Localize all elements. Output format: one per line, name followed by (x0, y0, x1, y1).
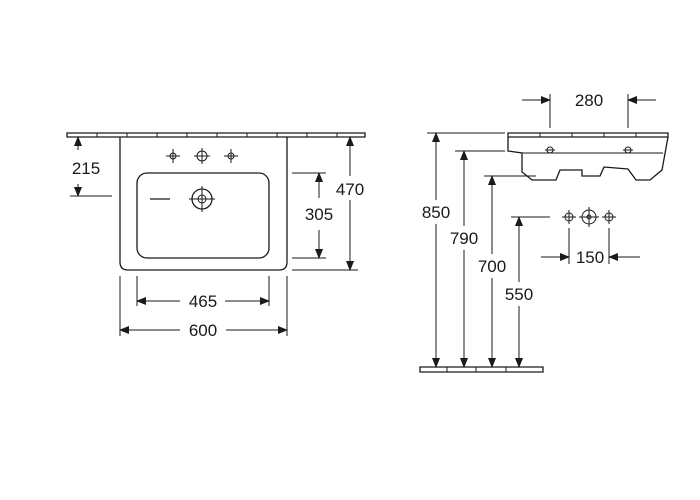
dimension-label-150: 150 (576, 248, 604, 267)
wall-strip (66, 132, 366, 138)
drain-icon (189, 186, 215, 212)
dimension-215: 215 (70, 136, 112, 197)
dimension-label-700: 700 (478, 257, 506, 276)
plan-view: 215 305 470 465 600 (66, 132, 366, 340)
dimension-label-280: 280 (575, 91, 603, 110)
bowl-outline (136, 172, 270, 259)
dimension-label-465: 465 (189, 292, 217, 311)
floor-strip (419, 366, 544, 373)
supply-pipe-icon (579, 207, 599, 227)
dimension-305: 305 (292, 172, 333, 259)
dimension-600: 600 (119, 276, 288, 340)
dimension-470: 470 (292, 136, 364, 271)
dimension-label-305: 305 (305, 205, 333, 224)
dimension-label-470: 470 (336, 180, 364, 199)
dimension-790: 790 (450, 150, 505, 368)
tap-hole-icon (194, 148, 210, 164)
dimension-700: 700 (478, 175, 536, 368)
dimension-150: 150 (541, 228, 640, 267)
side-view: 280 850 790 700 (419, 91, 669, 373)
tap-hole-icon (224, 149, 238, 163)
tap-marker-icon (545, 146, 555, 154)
dimension-label-850: 850 (422, 203, 450, 222)
dimension-280: 280 (522, 91, 656, 128)
dimension-label-550: 550 (505, 285, 533, 304)
dimension-label-790: 790 (450, 229, 478, 248)
dimension-label-215: 215 (72, 159, 100, 178)
supply-pipe-icon (602, 210, 616, 224)
dimension-850: 850 (422, 132, 505, 368)
tap-marker-icon (623, 146, 633, 154)
wall-strip (507, 132, 669, 138)
tap-hole-icon (166, 149, 180, 163)
basin-outline (119, 137, 288, 271)
basin-profile (507, 136, 669, 181)
dimension-550: 550 (505, 216, 550, 368)
supply-pipe-icon (562, 210, 576, 224)
dimension-label-600: 600 (189, 321, 217, 340)
dimension-465: 465 (136, 276, 270, 311)
